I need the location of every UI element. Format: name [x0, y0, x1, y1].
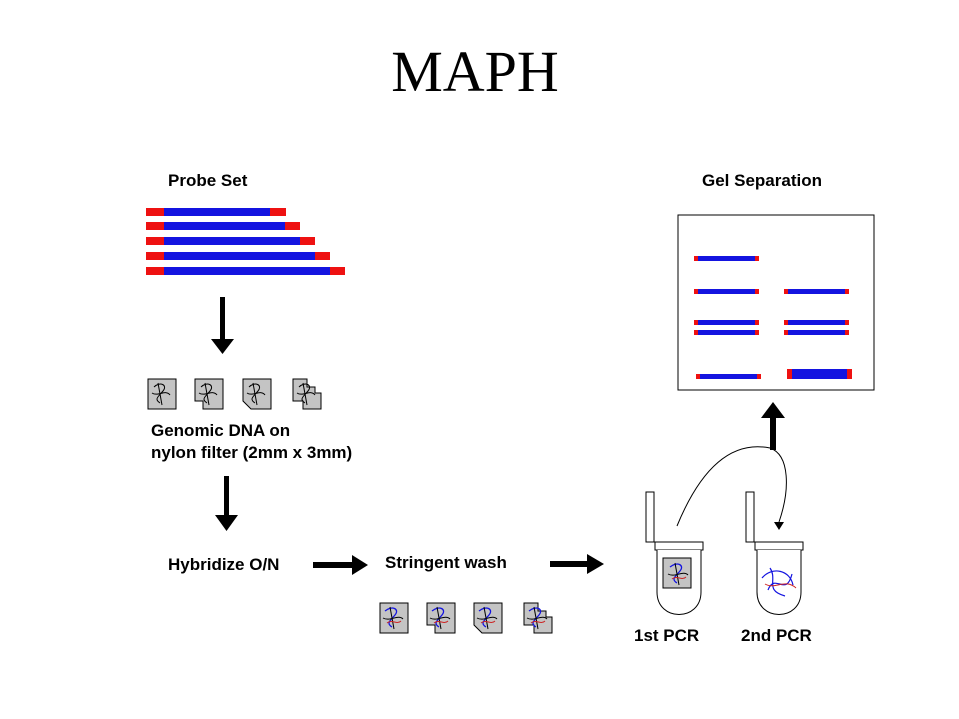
gel-band	[784, 320, 849, 325]
gel-band	[784, 289, 849, 294]
down-arrow-icon	[215, 476, 238, 531]
filter-square	[292, 378, 322, 410]
right-arrow-icon	[313, 555, 368, 575]
filter-square	[379, 602, 409, 634]
down-arrow-icon	[211, 297, 234, 354]
filter-square	[242, 378, 272, 410]
gel-band	[694, 289, 759, 294]
second-pcr-tube	[745, 491, 804, 615]
gel-band	[696, 374, 761, 379]
up-arrow-icon	[761, 402, 785, 450]
second-pcr-label: 2nd PCR	[741, 626, 812, 645]
probe-4	[146, 252, 330, 260]
gel-separation-label: Gel Separation	[702, 171, 822, 190]
filter-squares-hybridized	[379, 602, 553, 634]
gel-band	[694, 256, 759, 261]
gel-band	[784, 330, 849, 335]
hybridize-label: Hybridize O/N	[168, 555, 280, 574]
first-pcr-label: 1st PCR	[634, 626, 700, 645]
filter-square	[426, 602, 456, 634]
probe-3	[146, 237, 315, 245]
filter-square	[194, 378, 224, 410]
gel-band	[694, 330, 759, 335]
first-pcr-tube	[645, 491, 704, 615]
transfer-arrow-icon	[676, 446, 787, 530]
genomic-dna-label-line2: nylon filter (2mm x 3mm)	[151, 443, 353, 462]
page-title: MAPH	[391, 39, 559, 104]
probe-set	[146, 208, 345, 275]
stringent-wash-label: Stringent wash	[385, 553, 507, 572]
gel-band	[694, 320, 759, 325]
probe-1	[146, 208, 286, 216]
gel-lane-2	[784, 289, 852, 379]
filter-squares-plain	[147, 378, 322, 410]
gel-box	[677, 214, 875, 391]
right-arrow-icon	[550, 554, 604, 574]
genomic-dna-label-line1: Genomic DNA on	[151, 421, 291, 440]
gel-band-thick	[787, 369, 852, 379]
probe-5	[146, 267, 345, 275]
probe-set-label: Probe Set	[168, 171, 248, 190]
filter-square	[147, 378, 177, 410]
gel-lane-1	[694, 256, 761, 379]
probe-2	[146, 222, 300, 230]
filter-square	[473, 602, 503, 634]
filter-square	[523, 602, 553, 634]
